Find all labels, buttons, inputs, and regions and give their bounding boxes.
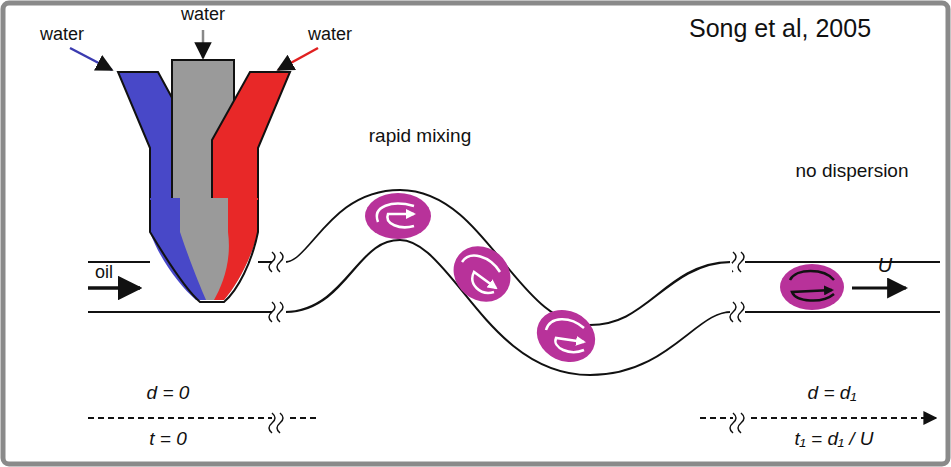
water-arrow	[278, 48, 318, 70]
fluid-label: oil	[95, 262, 113, 283]
inlet-label: water	[181, 4, 225, 25]
oil-arrow	[88, 286, 140, 290]
water-arrow	[202, 30, 205, 58]
velocity-label: U	[878, 254, 892, 277]
frame	[3, 3, 948, 464]
red-inlet	[212, 72, 290, 200]
process-label: rapid mixing	[369, 125, 471, 147]
inlet-label: water	[40, 24, 84, 45]
outlet-droplet	[780, 264, 844, 310]
axis-label: d = d₁	[808, 382, 857, 404]
axis-label: t = 0	[149, 428, 187, 450]
flow-arrow	[852, 287, 906, 290]
citation: Song et al, 2005	[689, 14, 871, 43]
time-axis	[88, 417, 272, 419]
axis-label: d = 0	[147, 382, 190, 404]
axis-label: t₁ = d₁ / U	[794, 428, 873, 450]
water-arrow	[70, 48, 112, 70]
mixing-droplets	[365, 193, 604, 371]
inlet-label: water	[308, 24, 352, 45]
process-label: no dispersion	[787, 160, 917, 182]
